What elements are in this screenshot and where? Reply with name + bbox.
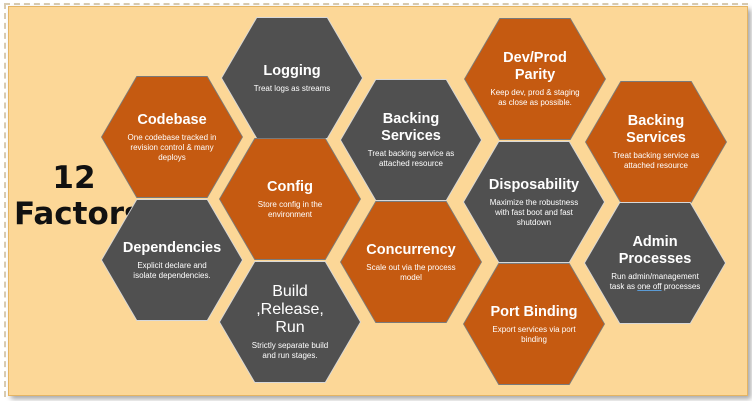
hex-backing-services-1: Backing Services Treat backing service a…: [341, 80, 481, 200]
hex-description: Treat logs as streams: [253, 83, 331, 93]
desc-text: Run admin/management task as: [609, 272, 699, 291]
hex-description: Maximize the robustness with fast boot a…: [489, 197, 579, 227]
hex-description: Treat backing service as attached resour…: [367, 149, 455, 168]
hex-description: Scale out via the process model: [366, 262, 456, 282]
hex-description: Treat backing service as attached resour…: [612, 151, 700, 170]
hex-description: Keep dev, prod & staging as close as pos…: [490, 88, 580, 107]
hex-description: Export services via port binding: [492, 324, 576, 344]
hex-title: Build ,Release, Run: [256, 283, 324, 336]
main-title-line2: Factors: [14, 196, 143, 232]
hex-title: Dependencies: [122, 239, 222, 256]
hex-description: Strictly separate build and run stages.: [251, 341, 329, 360]
hex-title: Backing Services: [626, 113, 686, 146]
hex-description: Explicit declare and isolate dependencie…: [133, 260, 211, 280]
main-title-line1: 12: [52, 160, 96, 196]
hex-title: Dev/Prod Parity: [503, 50, 567, 83]
hex-description: Run admin/management task as one off pro…: [609, 272, 701, 292]
hex-title: Admin Processes: [618, 234, 692, 267]
hex-title: Codebase: [137, 111, 207, 128]
hex-concurrency: Concurrency Scale out via the process mo…: [341, 202, 481, 322]
hex-title: Concurrency: [366, 241, 456, 258]
desc-text-end: processes: [661, 282, 701, 291]
main-title: 12 Factors: [14, 160, 143, 232]
hex-title: Port Binding: [490, 303, 578, 320]
hex-title: Config: [267, 178, 313, 195]
desc-underlined: one off: [637, 282, 662, 291]
hex-description: One codebase tracked in revision control…: [127, 132, 217, 162]
hex-description: Store config in the environment: [257, 199, 323, 219]
hex-title: Disposability: [488, 176, 580, 193]
hex-title: Logging: [263, 62, 321, 79]
hex-title: Backing Services: [381, 111, 441, 144]
